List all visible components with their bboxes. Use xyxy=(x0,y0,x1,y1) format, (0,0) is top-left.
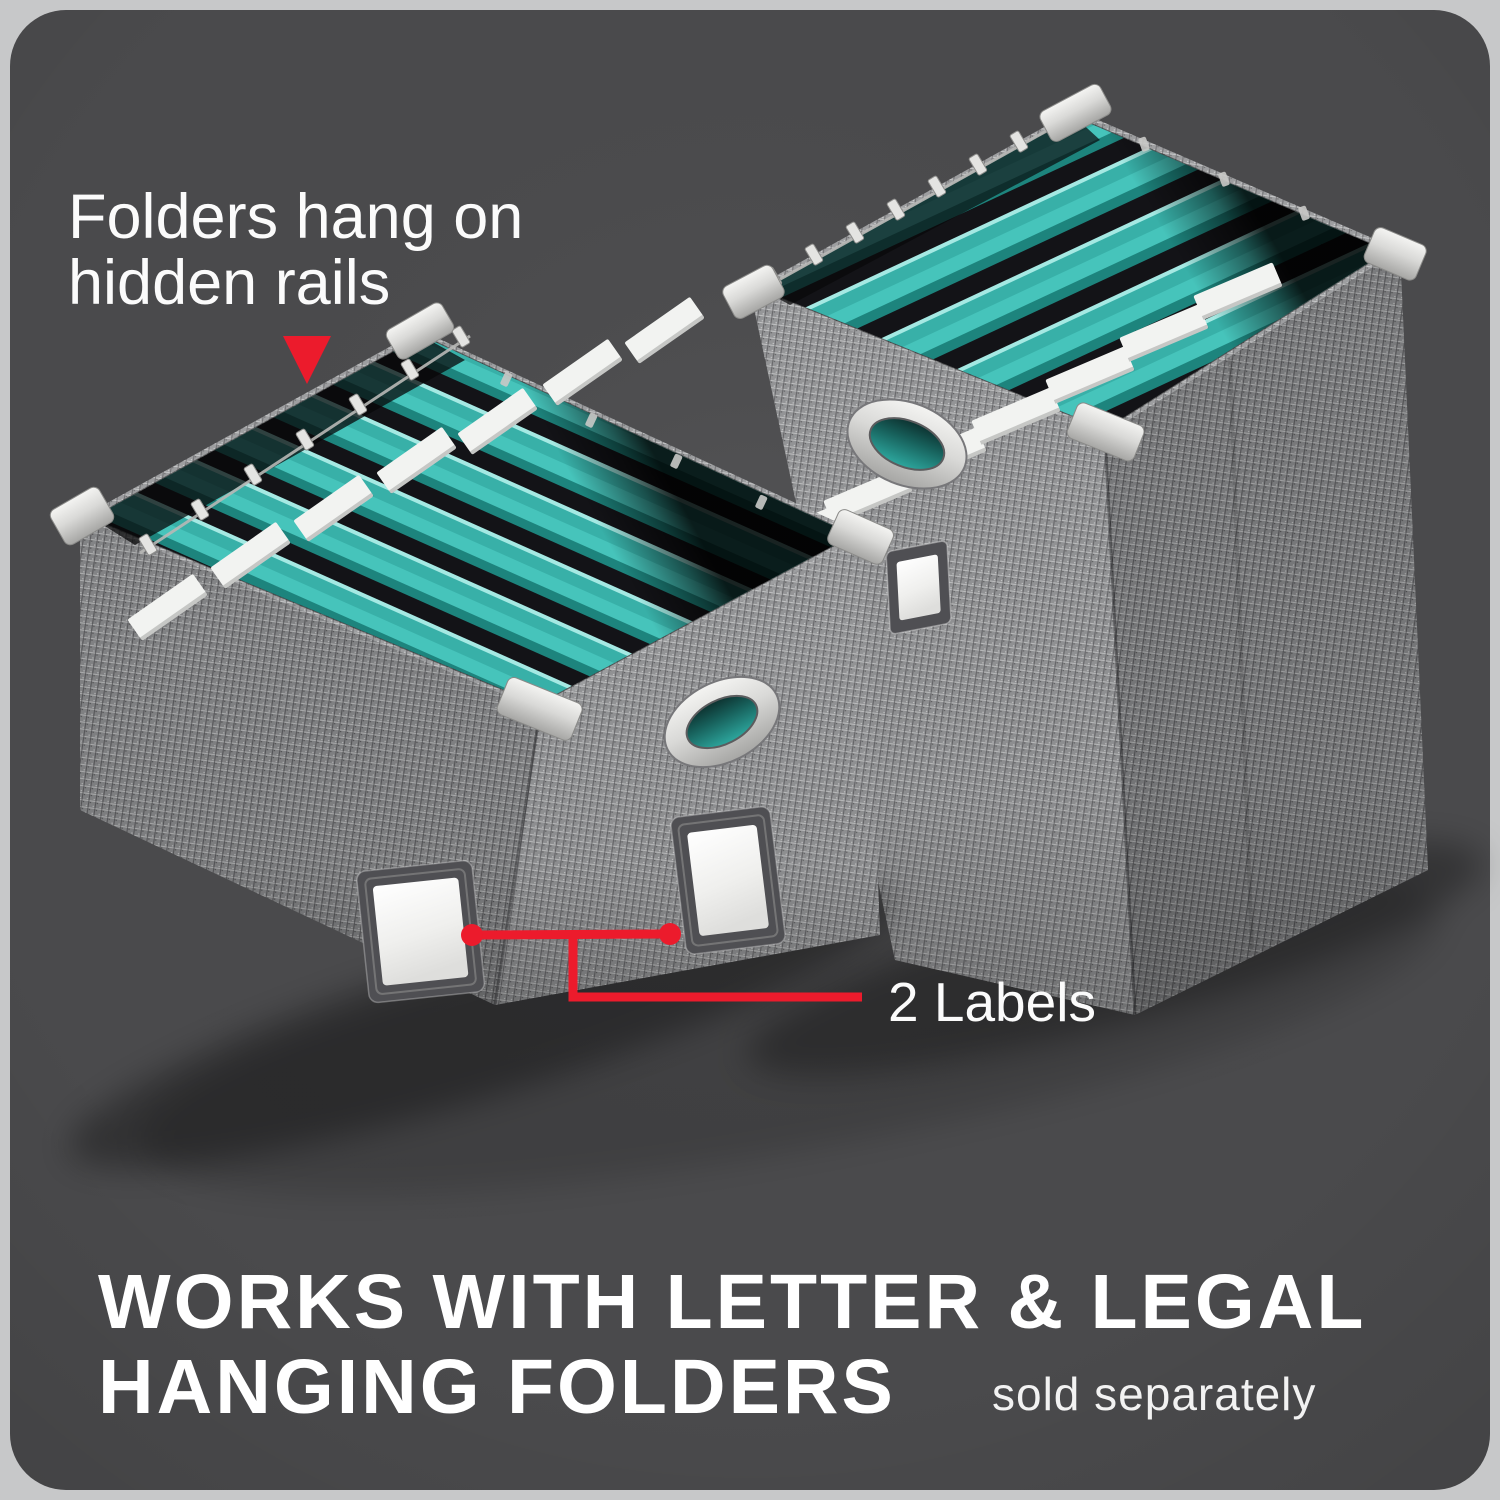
folder-hook-icon xyxy=(500,371,513,387)
folder-tab-shadow xyxy=(554,356,623,406)
annotations: Folders hang on hidden rails 2 Labels xyxy=(68,182,1096,1033)
metal-corner-cap xyxy=(49,486,115,546)
folder-hook-icon xyxy=(295,428,315,451)
headline-block: WORKS WITH LETTER & LEGAL HANGING FOLDER… xyxy=(98,1259,1366,1430)
folder-tab xyxy=(1119,304,1208,362)
label-card xyxy=(896,554,941,621)
folder-hook-icon xyxy=(670,453,683,469)
folder-hook-icon xyxy=(190,498,210,521)
folder-hook-icon xyxy=(585,412,598,428)
right-box-handle xyxy=(846,398,968,490)
callout-connector-line xyxy=(471,929,671,940)
right-box-label-holder xyxy=(885,540,952,635)
metal-corner-cap xyxy=(1363,227,1427,281)
headline-suffix: sold separately xyxy=(992,1368,1316,1420)
left-box-rail-hooks xyxy=(138,325,471,556)
folder-tab xyxy=(211,522,290,589)
folder-tab xyxy=(128,574,207,641)
note-line-1: Folders hang on xyxy=(68,182,523,252)
folder-tab xyxy=(1193,262,1282,320)
folder-hook-icon xyxy=(886,198,906,221)
folder-hook-icon xyxy=(968,153,988,176)
folder-tab-shadow xyxy=(979,407,1061,445)
label-card xyxy=(687,824,769,936)
callout-dot xyxy=(659,923,681,945)
folder-tab-shadow xyxy=(1053,366,1135,404)
folder-hook-icon xyxy=(1138,136,1150,152)
labels-callout: 2 Labels xyxy=(461,923,1096,1033)
right-box-fabric-crease xyxy=(1228,357,1254,951)
label-frame-inner-line xyxy=(677,814,779,947)
folder-tab-shadow xyxy=(469,405,538,455)
right-box-left-face-shade xyxy=(750,290,1135,1015)
folder-tab-shadow xyxy=(139,591,208,641)
left-box-handle xyxy=(663,675,781,769)
label-card xyxy=(372,877,469,986)
metal-corner-cap xyxy=(827,509,894,565)
right-box-right-face-shade xyxy=(1105,250,1428,1015)
folder-hook-icon xyxy=(1009,130,1029,153)
handle-opening xyxy=(868,417,946,471)
note-line-2: hidden rails xyxy=(68,248,390,318)
folder-tab-shadow xyxy=(1201,282,1283,320)
handle-opening xyxy=(685,694,759,750)
left-box-corner-caps xyxy=(49,302,894,741)
folder-tab-shadow xyxy=(222,539,291,589)
folder-tab xyxy=(377,427,456,494)
folder-tab-shadow xyxy=(388,444,457,494)
left-box-far-hooks xyxy=(500,371,768,510)
folder-hook-icon xyxy=(400,358,420,381)
folder-hook-icon xyxy=(348,393,368,416)
left-box-side-label-holder xyxy=(670,806,786,955)
left-box-corner-seam xyxy=(493,709,542,1006)
right-box-rail-recess xyxy=(763,117,1100,305)
folder-hook-icon xyxy=(451,325,471,348)
folder-tab xyxy=(294,475,373,542)
folder-hook-icon xyxy=(755,494,768,510)
right-box-corner-caps xyxy=(722,83,1427,462)
left-box-front-label-holder xyxy=(356,860,486,1004)
left-box-rail-recess xyxy=(92,336,465,545)
right-box-folders-shade xyxy=(763,117,1387,429)
file-box-left xyxy=(49,297,894,1006)
folder-hook-icon xyxy=(1218,171,1230,187)
right-box-corner-seam xyxy=(1103,434,1137,1016)
metal-corner-cap xyxy=(1066,402,1145,462)
metal-corner-cap xyxy=(496,677,583,741)
file-box-right xyxy=(722,83,1428,1016)
folder-hook-icon xyxy=(1298,205,1310,221)
left-box-folder-tabs xyxy=(128,297,705,641)
folder-hook-icon xyxy=(804,243,824,266)
headline-line-1: WORKS WITH LETTER & LEGAL xyxy=(98,1259,1366,1345)
folder-hook-icon xyxy=(927,175,947,198)
callout-dot xyxy=(461,924,483,946)
folder-hook-icon xyxy=(845,221,865,244)
folder-tab xyxy=(1045,346,1134,404)
folder-tab xyxy=(458,388,537,455)
headline-line-2: HANGING FOLDERS xyxy=(98,1344,896,1430)
metal-corner-cap xyxy=(722,264,785,319)
callout-text: 2 Labels xyxy=(888,971,1096,1033)
metal-corner-cap xyxy=(1039,83,1112,142)
folder-tab-shadow xyxy=(1127,324,1209,362)
folder-hook-icon xyxy=(138,533,158,556)
red-triangle-down-icon xyxy=(283,336,331,384)
folder-tab-shadow xyxy=(636,314,705,364)
right-box-far-hooks xyxy=(1138,136,1310,221)
metal-corner-cap xyxy=(385,302,455,360)
folder-tab xyxy=(625,297,704,364)
left-box-right-face-shade xyxy=(495,535,880,1005)
folder-tab-shadow xyxy=(305,492,374,542)
callout-elbow-line xyxy=(568,935,862,1002)
folder-tab xyxy=(543,339,622,406)
folder-hook-icon xyxy=(243,463,263,486)
folder-tab xyxy=(971,387,1060,445)
